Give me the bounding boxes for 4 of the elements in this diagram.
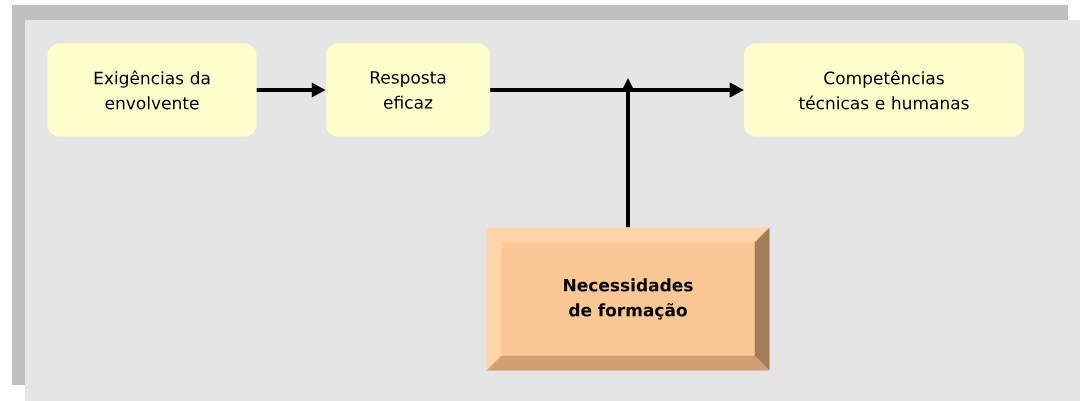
rounded-box: Competências técnicas e humanas: [744, 43, 1024, 137]
rounded-box: Resposta eficaz: [326, 43, 490, 137]
rounded-box: Exigências da envolvente: [47, 43, 257, 137]
beveled-box: Necessidades de formação: [486, 227, 770, 371]
